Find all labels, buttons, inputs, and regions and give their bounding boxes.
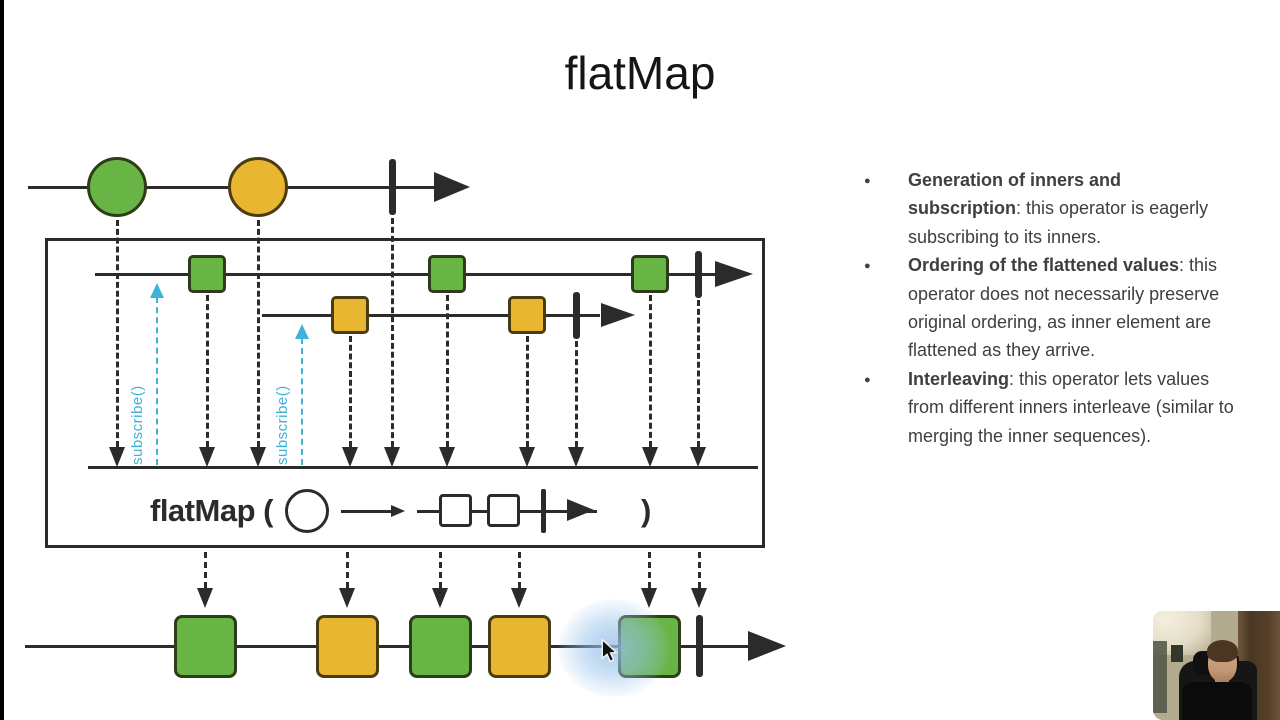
complete-bar	[572, 291, 580, 339]
marble-green-square	[173, 614, 237, 678]
drop-dashed-line	[256, 220, 260, 447]
bullet-bold-lead: Ordering of the flattened values	[908, 255, 1180, 276]
drop-dashed-line	[648, 295, 652, 447]
marble-yellow-circle	[228, 157, 288, 217]
bullet-rest: : this operator lets values from differe…	[908, 368, 1234, 446]
drop-arrow-head	[383, 447, 400, 467]
drop-dashed-line	[696, 300, 700, 447]
drop-dashed-line	[115, 220, 119, 447]
output-drop-dashed-line	[203, 552, 207, 588]
presenter-hair	[1207, 640, 1238, 662]
marble-yellow-square	[508, 296, 546, 334]
complete-bar	[388, 159, 396, 215]
flatmap-signature: flatMap ( )	[150, 486, 651, 536]
drop-dashed-line	[205, 295, 209, 447]
mini-complete-bar	[540, 489, 546, 533]
subscribe-arrow-head	[295, 324, 309, 339]
bullet-bold-lead: Interleaving	[908, 368, 1010, 389]
mouse-cursor	[601, 639, 618, 663]
output-drop-dashed-line	[345, 552, 349, 588]
bullet-text: Interleaving: this operator lets values …	[908, 365, 1234, 450]
marble-green-square	[408, 614, 472, 678]
inner-stream-2-line	[262, 313, 600, 317]
marble-yellow-square	[315, 614, 379, 678]
output-drop-arrow-head	[640, 588, 657, 608]
subscribe-label: subscribe()	[129, 385, 146, 465]
output-drop-arrow-head	[431, 588, 448, 608]
bullet-text: Ordering of the flattened values: this o…	[908, 251, 1234, 365]
subscribe-label: subscribe()	[274, 385, 291, 465]
bullet-text: Generation of inners and subscription: t…	[908, 166, 1234, 251]
output-drop-dashed-line	[438, 552, 442, 588]
drop-dashed-line	[445, 295, 449, 447]
marble-yellow-square	[331, 296, 369, 334]
output-drop-arrow-head	[196, 588, 213, 608]
lambda-input-circle	[284, 489, 329, 533]
output-drop-dashed-line	[647, 552, 651, 588]
drop-arrow-head	[641, 447, 658, 467]
bullet-list: ● Generation of inners and subscription:…	[864, 166, 1254, 450]
inner-stream-2-arrow-head	[601, 303, 635, 327]
drop-arrow-head	[689, 447, 706, 467]
mini-marble-square	[486, 494, 520, 527]
drop-dashed-line	[574, 341, 578, 447]
marble-green-square	[428, 255, 466, 293]
highlight-glow	[558, 599, 670, 697]
drop-arrow-head	[249, 447, 266, 467]
bullet-item: ● Ordering of the flattened values: this…	[864, 251, 1254, 365]
bullet-item: ● Interleaving: this operator lets value…	[864, 365, 1254, 450]
mini-arrow-head	[566, 499, 594, 521]
marble-green-square	[188, 255, 226, 293]
arrow-shaft	[340, 510, 393, 513]
webcam-wall-frame	[1171, 645, 1183, 662]
operator-box	[45, 238, 765, 548]
marble-yellow-square	[487, 614, 551, 678]
output-drop-dashed-line	[697, 552, 701, 588]
marble-green-circle	[87, 157, 147, 217]
source-stream-arrow-head	[434, 172, 470, 202]
bullet-marker: ●	[864, 373, 871, 386]
webcam-overlay	[1153, 611, 1280, 720]
output-drop-arrow-head	[338, 588, 355, 608]
marble-green-square	[631, 255, 669, 293]
drop-arrow-head	[341, 447, 358, 467]
bullet-rest: : this operator is eagerly subscribing t…	[908, 198, 1209, 247]
bullet-item: ● Generation of inners and subscription:…	[864, 166, 1254, 251]
subscribe-dashed-line	[300, 338, 303, 465]
subscribe-dashed-line	[155, 297, 158, 465]
drop-arrow-head	[567, 447, 584, 467]
drop-arrow-head	[438, 447, 455, 467]
complete-bar	[694, 250, 702, 298]
bullet-bold-lead: Generation of inners and subscription	[908, 170, 1122, 219]
drop-arrow-head	[518, 447, 535, 467]
collector-line	[88, 465, 758, 469]
slide-title: flatMap	[564, 47, 716, 99]
inner-stream-1-line	[95, 272, 716, 276]
output-drop-arrow-head	[510, 588, 527, 608]
inner-stream-1-arrow-head	[715, 261, 753, 287]
drop-arrow-head	[108, 447, 125, 467]
lambda-result-stream	[416, 488, 629, 534]
bullet-rest: : this operator does not necessarily pre…	[908, 255, 1220, 361]
screen-edge-artifact	[0, 0, 4, 720]
output-drop-dashed-line	[517, 552, 521, 588]
output-stream-line	[25, 644, 748, 648]
signature-open-label: flatMap (	[150, 493, 273, 528]
presenter-body	[1182, 682, 1252, 720]
drop-arrow-head	[198, 447, 215, 467]
bullet-marker: ●	[864, 175, 871, 187]
output-drop-arrow-head	[690, 588, 707, 608]
complete-bar	[695, 615, 703, 677]
output-stream-arrow-head	[748, 631, 786, 661]
maps-to-arrow-icon	[340, 501, 405, 521]
subscribe-arrow-head	[150, 283, 164, 298]
drop-dashed-line	[525, 336, 529, 447]
arrow-head	[390, 505, 405, 517]
bullet-marker: ●	[864, 260, 871, 273]
mini-marble-square	[438, 494, 472, 527]
drop-dashed-line	[390, 218, 394, 447]
signature-close-label: )	[640, 493, 651, 528]
webcam-wall-detail	[1153, 641, 1167, 713]
drop-dashed-line	[348, 336, 352, 447]
